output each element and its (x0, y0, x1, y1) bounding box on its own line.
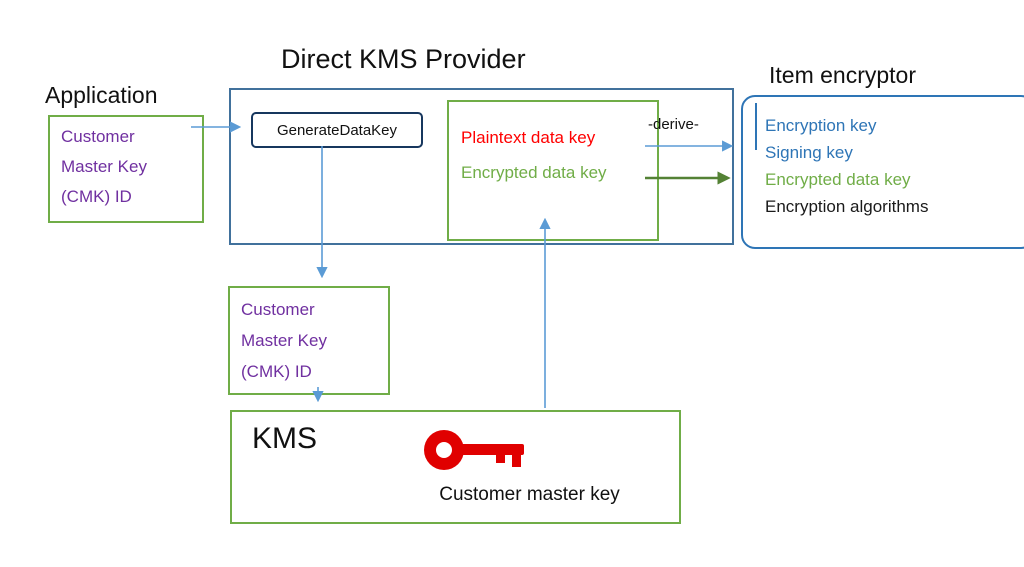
generate-data-key-box: GenerateDataKey (251, 112, 423, 148)
derive-label: -derive- (648, 116, 699, 133)
encryption-key-label: Encryption key (765, 116, 877, 135)
item-encryptor-label: Item encryptor (769, 62, 916, 88)
cmk-line: Customer (61, 127, 135, 146)
derived-keys-bracket (755, 103, 763, 150)
encryption-algorithms-label: Encryption algorithms (765, 197, 929, 216)
kms-key-caption: Customer master key (439, 484, 620, 505)
plaintext-data-key-label: Plaintext data key (461, 128, 596, 147)
cmk-line: (CMK) ID (61, 187, 132, 206)
kms-cmk-box: Customer Master Key (CMK) ID (228, 286, 390, 395)
application-cmk-box: Customer Master Key (CMK) ID (48, 115, 204, 223)
kms-title: KMS (252, 422, 318, 455)
signing-key-label: Signing key (765, 143, 853, 162)
direct-kms-provider-box (229, 88, 734, 245)
data-key-box: Plaintext data key Encrypted data key (447, 100, 659, 241)
item-encryptor-box: Encryption key Signing key Encrypted dat… (741, 95, 1024, 249)
kms-box: KMS Customer master key (230, 410, 681, 524)
cmk-line: Master Key (241, 331, 327, 350)
generate-data-key-label: GenerateDataKey (276, 121, 398, 139)
application-label: Application (45, 82, 158, 108)
encrypted-data-key-label: Encrypted data key (461, 163, 607, 182)
encrypted-data-key-label: Encrypted data key (765, 170, 911, 189)
cmk-line: (CMK) ID (241, 362, 312, 381)
key-icon (424, 430, 524, 470)
cmk-line: Customer (241, 300, 315, 319)
diagram-title: Direct KMS Provider (281, 44, 526, 74)
cmk-line: Master Key (61, 157, 147, 176)
